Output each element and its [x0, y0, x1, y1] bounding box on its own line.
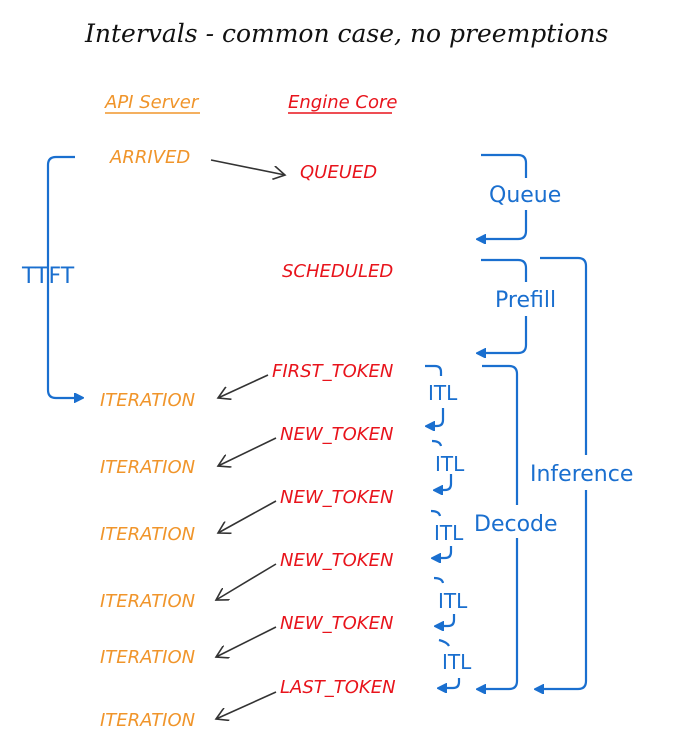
state-new-token: NEW_TOKEN [280, 613, 393, 634]
state-queued: QUEUED [300, 162, 377, 183]
state-iteration: ITERATION [100, 390, 195, 411]
inference-bracket [536, 256, 588, 689]
itl-bracket [431, 509, 453, 558]
itl-bracket [432, 439, 453, 490]
arrow-token-to-iteration [218, 437, 277, 466]
state-iteration: ITERATION [100, 591, 195, 612]
arrow-token-to-iteration [216, 563, 277, 600]
arrow-token-to-iteration [216, 691, 277, 719]
arrow-token-to-iteration [218, 500, 277, 533]
itl-brackets [425, 364, 461, 688]
state-first-token: FIRST_TOKEN [272, 361, 393, 382]
decode-label: Decode [474, 512, 558, 537]
api-server-heading: API Server [104, 92, 200, 113]
decode-bracket [478, 364, 519, 689]
state-iteration: ITERATION [100, 647, 195, 668]
inference-label: Inference [530, 462, 633, 487]
state-new-token: NEW_TOKEN [280, 550, 393, 571]
queue-label: Queue [489, 183, 561, 208]
queue-bracket [478, 153, 528, 239]
state-last-token: LAST_TOKEN [280, 677, 396, 698]
itl-label: ITL [438, 589, 468, 613]
itl-label: ITL [434, 521, 464, 545]
arrow-token-to-iteration [216, 626, 277, 657]
itl-bracket [434, 576, 456, 626]
state-iteration: ITERATION [100, 710, 195, 731]
state-scheduled: SCHEDULED [282, 261, 393, 282]
state-new-token: NEW_TOKEN [280, 424, 393, 445]
state-iteration: ITERATION [100, 524, 195, 545]
itl-label: ITL [435, 452, 465, 476]
itl-label: ITL [442, 650, 472, 674]
state-new-token: NEW_TOKEN [280, 487, 393, 508]
itl-bracket [425, 364, 445, 426]
arrow-first-token-to-iteration [218, 374, 269, 398]
ttft-label: TTFT [21, 264, 75, 289]
transition-arrows [210, 159, 285, 719]
prefill-label: Prefill [495, 288, 556, 313]
itl-bracket [439, 638, 461, 688]
arrow-arrived-to-queued [210, 159, 285, 175]
prefill-bracket [478, 258, 528, 353]
itl-label: ITL [428, 381, 458, 405]
state-iteration: ITERATION [100, 457, 195, 478]
engine-core-heading: Engine Core [288, 92, 397, 113]
state-arrived: ARRIVED [109, 147, 190, 168]
diagram-title: Intervals - common case, no preemptions [84, 19, 608, 48]
ttft-bracket [46, 155, 82, 398]
